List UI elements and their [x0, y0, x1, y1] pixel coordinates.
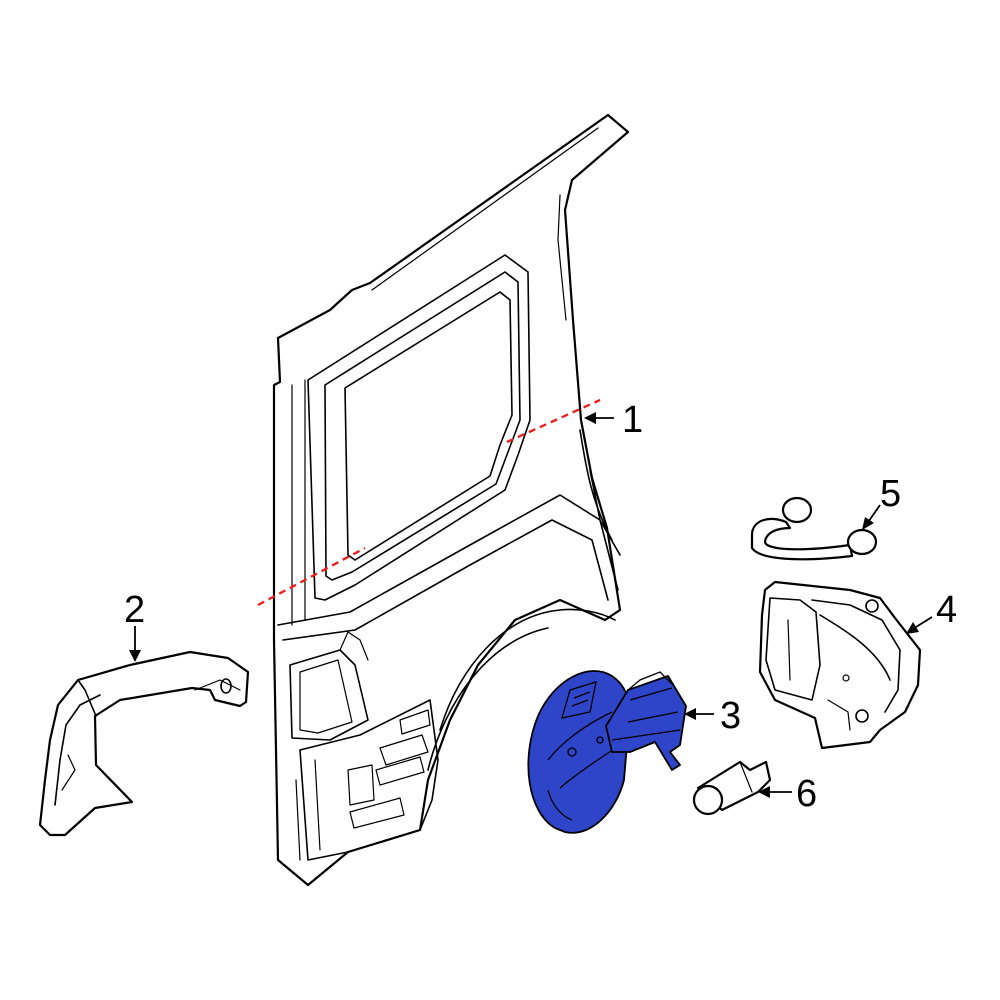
callout-label-6: 6: [796, 773, 817, 815]
quarter-panel[interactable]: [272, 113, 630, 887]
callout-label-2: 2: [124, 589, 145, 631]
callout-6: 6: [758, 773, 817, 815]
wheel-liner-trim[interactable]: [38, 650, 250, 837]
callout-label-4: 4: [936, 589, 957, 631]
callout-5: 5: [862, 473, 901, 530]
callout-label-5: 5: [880, 473, 901, 515]
push-button-bumper[interactable]: [692, 760, 772, 816]
cut-line-upper: [506, 398, 601, 444]
callout-3: 3: [684, 695, 741, 737]
tether-strap[interactable]: [750, 496, 878, 561]
fuel-door[interactable]: [527, 670, 687, 834]
callout-2: 2: [124, 589, 145, 662]
cut-lines: [257, 398, 601, 607]
callout-label-1: 1: [622, 399, 643, 441]
cut-line-lower: [257, 546, 366, 607]
callout-1: 1: [584, 399, 643, 441]
callout-label-3: 3: [720, 695, 741, 737]
fuel-pocket-housing[interactable]: [758, 580, 922, 750]
callout-4: 4: [906, 589, 957, 634]
